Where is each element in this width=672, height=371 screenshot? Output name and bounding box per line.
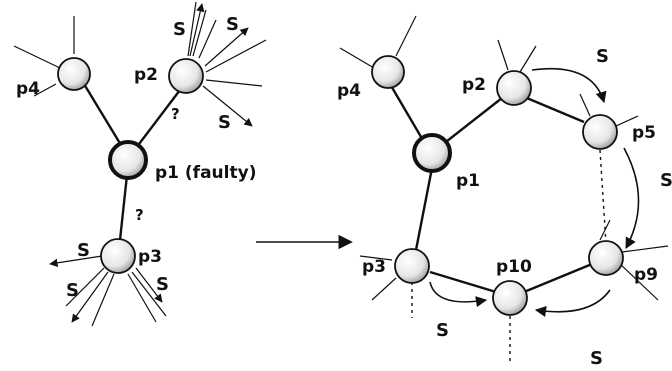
edge-p4-p1 bbox=[82, 83, 126, 151]
node-p9-right bbox=[588, 240, 624, 276]
s-arrow-p5-p9 bbox=[623, 147, 640, 249]
edge-p5-p9-dashed bbox=[599, 149, 607, 245]
node-p4-right bbox=[371, 55, 405, 89]
left-graph: p4 p2 p1 (faulty) p3 ? ? S S S S S S bbox=[13, 1, 267, 327]
rays-right bbox=[339, 15, 669, 364]
edge-p10-p3 bbox=[429, 270, 497, 294]
label-p4-left: p4 bbox=[16, 79, 40, 99]
right-graph: p4 p2 p5 p1 p3 p10 p9 S S S S bbox=[337, 15, 672, 369]
s-label-right-3: S bbox=[590, 348, 603, 369]
s-label-right-4: S bbox=[436, 320, 449, 341]
rays-p2 bbox=[187, 1, 267, 127]
label-p1-right: p1 bbox=[456, 171, 480, 191]
node-p3-right bbox=[394, 248, 430, 284]
s-label-left-4: S bbox=[77, 240, 90, 261]
s-label-left-1: S bbox=[173, 19, 186, 40]
label-p5-right: p5 bbox=[632, 123, 656, 143]
label-p2-right: p2 bbox=[462, 75, 486, 95]
edge-p1-p3 bbox=[118, 174, 129, 241]
rays-p4 bbox=[13, 16, 75, 97]
edge-p4-p1-right bbox=[388, 83, 426, 143]
s-arrow-p2-p5 bbox=[531, 67, 607, 104]
edge-p2-p1 bbox=[135, 89, 181, 149]
label-p1-left: p1 (faulty) bbox=[155, 163, 256, 183]
node-p1-left-faulty bbox=[108, 140, 148, 180]
s-label-left-6: S bbox=[156, 274, 169, 295]
s-label-left-3: S bbox=[218, 112, 231, 133]
label-p10-right: p10 bbox=[496, 257, 532, 277]
s-label-right-1: S bbox=[596, 46, 609, 67]
edge-p2-p5 bbox=[521, 94, 585, 124]
s-arrow-p3-p10 bbox=[429, 281, 488, 308]
node-p1-right bbox=[412, 133, 452, 173]
s-label-right-2: S bbox=[660, 170, 672, 191]
node-p3-left bbox=[100, 238, 136, 274]
label-p3-right: p3 bbox=[362, 257, 386, 277]
node-p2-left bbox=[168, 58, 204, 94]
node-p2-right bbox=[496, 70, 532, 106]
label-p4-right: p4 bbox=[337, 81, 361, 101]
s-label-left-2: S bbox=[226, 14, 239, 35]
node-p4-left bbox=[57, 57, 91, 91]
s-arrow-p9-p10 bbox=[534, 289, 611, 318]
edge-p1-p3-right bbox=[414, 167, 434, 251]
s-label-left-5: S bbox=[66, 280, 79, 301]
node-p10-right bbox=[492, 280, 528, 316]
label-p2-left: p2 bbox=[134, 65, 158, 85]
label-p9-right: p9 bbox=[634, 265, 658, 285]
edge-mark-p1-p2: ? bbox=[171, 105, 180, 123]
rays-p3 bbox=[49, 255, 167, 327]
edge-mark-p1-p3: ? bbox=[135, 206, 144, 224]
edge-p9-p10 bbox=[523, 262, 593, 294]
edge-p1-p2-right bbox=[441, 97, 503, 146]
node-p5-right bbox=[582, 114, 618, 150]
label-p3-left: p3 bbox=[138, 247, 162, 267]
